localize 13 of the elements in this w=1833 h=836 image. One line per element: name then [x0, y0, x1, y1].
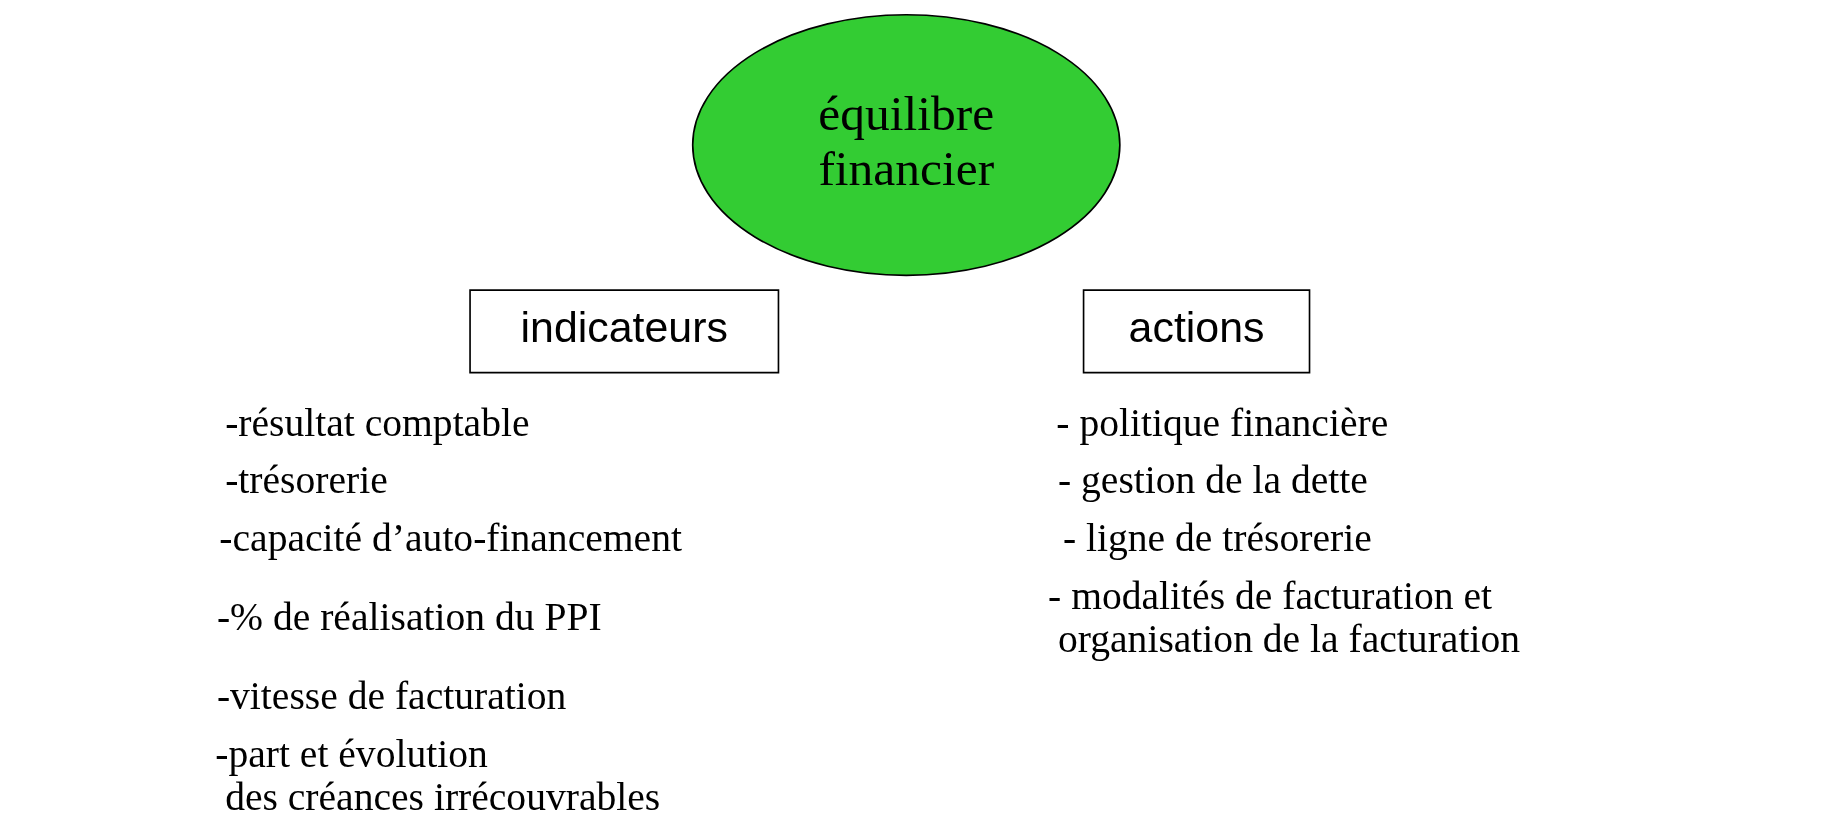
- node-ellipse: équilibre financier: [691, 13, 1121, 277]
- label: - gestion de la dette: [1057, 458, 1368, 503]
- label: -% de réalisation du PPI: [216, 595, 602, 640]
- label: -trésorerie: [224, 458, 388, 503]
- label: - politique financière: [1055, 400, 1388, 445]
- label: - modalités de facturation et organisation de la facturation: [1047, 573, 1520, 661]
- label: - ligne de trésorerie: [1062, 516, 1372, 561]
- label: -vitesse de facturation: [216, 674, 566, 719]
- node-box: actions: [1082, 289, 1310, 374]
- label: -part et évolution des créances irrécouvrables: [214, 732, 660, 820]
- label: -capacité d’auto-financement: [218, 516, 682, 561]
- label: -résultat comptable: [224, 400, 530, 445]
- node-box: indicateurs: [468, 289, 779, 374]
